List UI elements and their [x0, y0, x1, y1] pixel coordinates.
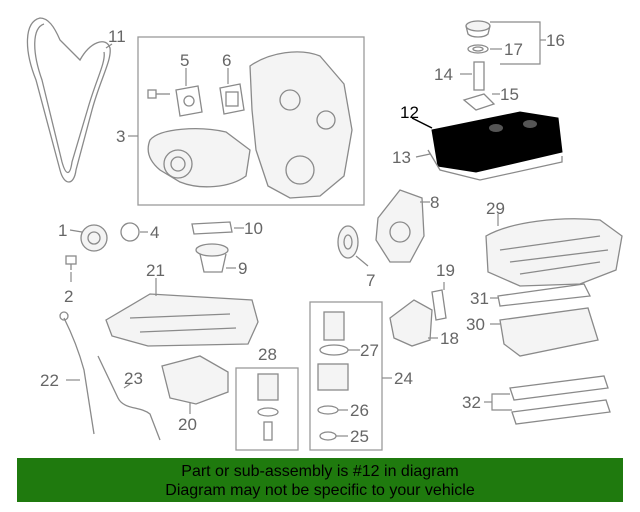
callout-20: 20: [178, 415, 197, 434]
callout-19: 19: [436, 261, 455, 280]
group-box-24: [309, 301, 383, 451]
callout-22: 22: [40, 371, 59, 390]
callout-25: 25: [350, 427, 369, 446]
callout-14: 14: [434, 65, 453, 84]
drain-plug-25[interactable]: [319, 431, 337, 441]
strainer-gasket[interactable]: [191, 221, 233, 235]
callout-3: 3: [116, 127, 125, 146]
callout-17: 17: [504, 40, 523, 59]
oil-filter-element-28[interactable]: [257, 373, 279, 441]
timing-chain-cover-plate[interactable]: [375, 189, 425, 263]
callout-31: 31: [470, 289, 489, 308]
callout-8: 8: [430, 193, 439, 212]
pulley-bolt[interactable]: [65, 255, 77, 270]
callout-23: 23: [124, 369, 143, 388]
water-pump[interactable]: [147, 128, 251, 188]
callout-1: 1: [58, 221, 67, 240]
cap-gasket[interactable]: [467, 44, 489, 54]
callout-4: 4: [150, 223, 159, 242]
pipe-gasket[interactable]: [462, 93, 496, 111]
filter-cap[interactable]: [317, 363, 349, 391]
gasket-6[interactable]: [219, 83, 245, 115]
callout-12: 12: [400, 103, 419, 122]
cover-bolt[interactable]: [147, 89, 170, 99]
callout-9: 9: [238, 259, 247, 278]
dipstick-guide[interactable]: [97, 355, 161, 441]
drain-gasket-26[interactable]: [317, 405, 339, 415]
crankshaft-seal[interactable]: [120, 222, 140, 242]
callout-26: 26: [350, 401, 369, 420]
oil-pan-lower[interactable]: [161, 355, 229, 405]
housing-gasket[interactable]: [431, 289, 447, 321]
oil-filter-element-24[interactable]: [323, 311, 345, 341]
valve-cover-gasket[interactable]: [427, 149, 563, 181]
callout-27: 27: [360, 341, 379, 360]
oil-pan-upper[interactable]: [105, 293, 259, 347]
callout-28: 28: [258, 345, 277, 364]
callout-29: 29: [486, 199, 505, 218]
callout-5: 5: [180, 51, 189, 70]
callout-24: 24: [394, 369, 413, 388]
callout-6: 6: [222, 51, 231, 70]
callout-15: 15: [500, 85, 519, 104]
callout-21: 21: [146, 261, 165, 280]
gasket-5[interactable]: [175, 85, 203, 117]
timing-chain[interactable]: [26, 17, 111, 183]
oil-strainer[interactable]: [195, 243, 229, 273]
group-box-3: [137, 36, 365, 206]
intake-manifold-lower[interactable]: [499, 307, 599, 357]
filter-o-ring-27[interactable]: [319, 344, 349, 356]
callout-7: 7: [366, 271, 375, 290]
oil-filter-housing[interactable]: [389, 299, 433, 347]
filler-pipe[interactable]: [473, 61, 485, 91]
info-banner: Part or sub-assembly is #12 in diagram D…: [17, 458, 623, 502]
intake-gaskets-32[interactable]: [509, 375, 611, 425]
banner-line-2: Diagram may not be specific to your vehi…: [165, 482, 475, 499]
timing-cover[interactable]: [249, 51, 353, 199]
valve-cover-highlighted[interactable]: [431, 111, 563, 173]
group-box-28: [235, 367, 299, 451]
callout-16: 16: [546, 31, 565, 50]
intake-manifold[interactable]: [485, 218, 623, 287]
oil-filler-cap[interactable]: [465, 20, 491, 38]
callout-13: 13: [392, 148, 411, 167]
callout-32: 32: [462, 393, 481, 412]
banner-line-1: Part or sub-assembly is #12 in diagram: [181, 463, 459, 480]
intake-gasket-31[interactable]: [497, 283, 591, 307]
callout-10: 10: [244, 219, 263, 238]
callout-30: 30: [466, 315, 485, 334]
callout-11: 11: [108, 27, 126, 46]
oil-dipstick[interactable]: [59, 311, 95, 435]
callout-2: 2: [64, 287, 73, 306]
callout-18: 18: [440, 329, 459, 348]
crankshaft-pulley[interactable]: [80, 224, 108, 252]
oil-seal-7[interactable]: [337, 225, 359, 259]
